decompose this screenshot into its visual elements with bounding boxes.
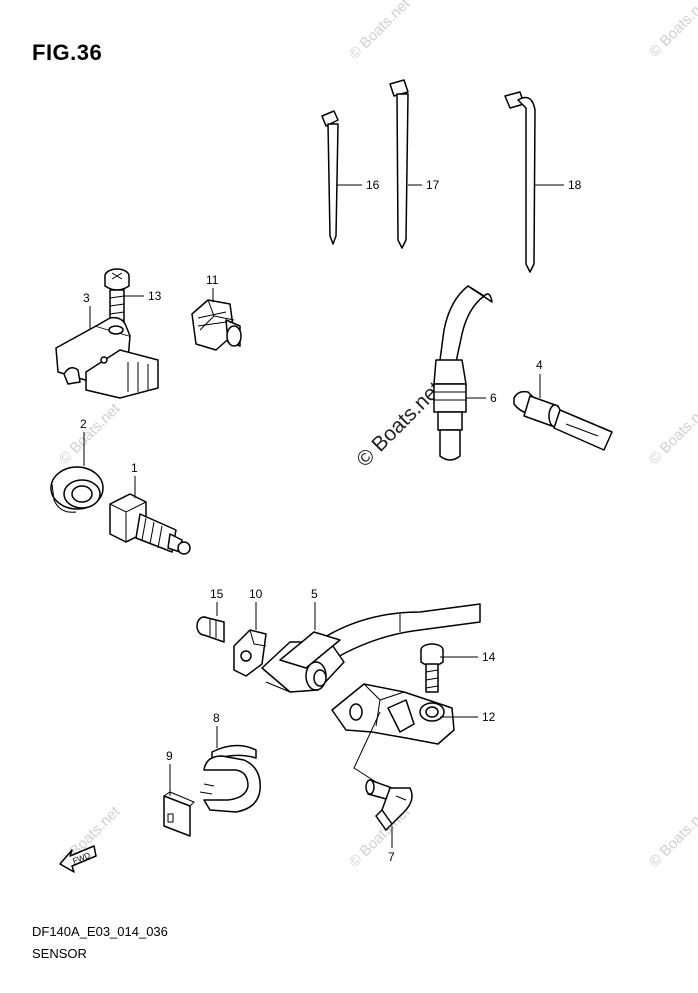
callout-13: 13 [148, 289, 162, 303]
callout-14: 14 [482, 650, 496, 664]
callout-2: 2 [80, 417, 87, 431]
figure-title: FIG.36 [32, 40, 103, 65]
clamp-10 [233, 629, 267, 677]
wire-clip-8 [199, 744, 261, 813]
figure-code: DF140A_E03_014_036 [32, 924, 168, 939]
bracket-12 [331, 683, 455, 745]
leader-lines [83, 184, 564, 848]
callout-16: 16 [366, 178, 380, 192]
tag-9 [163, 791, 195, 837]
cable-tie-18 [504, 91, 536, 273]
callout-5: 5 [311, 587, 318, 601]
cable-tie-16 [321, 110, 339, 245]
bolt-14 [420, 643, 444, 693]
callout-17: 17 [426, 178, 440, 192]
cable-tie-17 [389, 79, 409, 249]
sensor-5 [261, 603, 481, 693]
callout-15: 15 [210, 587, 224, 601]
callout-10: 10 [249, 587, 263, 601]
watermark: © Boats.net [346, 0, 414, 63]
watermark: © Boats.net [646, 0, 698, 61]
callout-11: 11 [206, 273, 219, 287]
callout-12: 12 [482, 710, 496, 724]
sensor-1 [109, 493, 191, 555]
grommet-2 [50, 466, 104, 513]
bolt-15 [196, 616, 225, 643]
sensor-3 [55, 316, 159, 399]
watermark: © Boats.net [646, 400, 698, 468]
callout-9: 9 [166, 749, 173, 763]
switch-11 [191, 299, 242, 351]
figure-name: SENSOR [32, 946, 87, 961]
sensor-4 [513, 390, 613, 451]
callout-7: 7 [388, 850, 395, 864]
sensor-7 [365, 779, 413, 831]
callout-8: 8 [213, 711, 220, 725]
watermark: © Boats.net [646, 803, 698, 871]
callout-4: 4 [536, 358, 543, 372]
callout-3: 3 [83, 291, 90, 305]
callout-18: 18 [568, 178, 582, 192]
callout-1: 1 [131, 461, 138, 475]
callout-numbers: 16 17 18 13 3 11 6 4 2 1 15 10 5 14 12 8… [80, 178, 582, 864]
sensor-6 [433, 285, 493, 461]
watermark-center: © Boats.net [352, 377, 446, 471]
callout-6: 6 [490, 391, 497, 405]
watermark: © Boats.net [56, 400, 124, 468]
